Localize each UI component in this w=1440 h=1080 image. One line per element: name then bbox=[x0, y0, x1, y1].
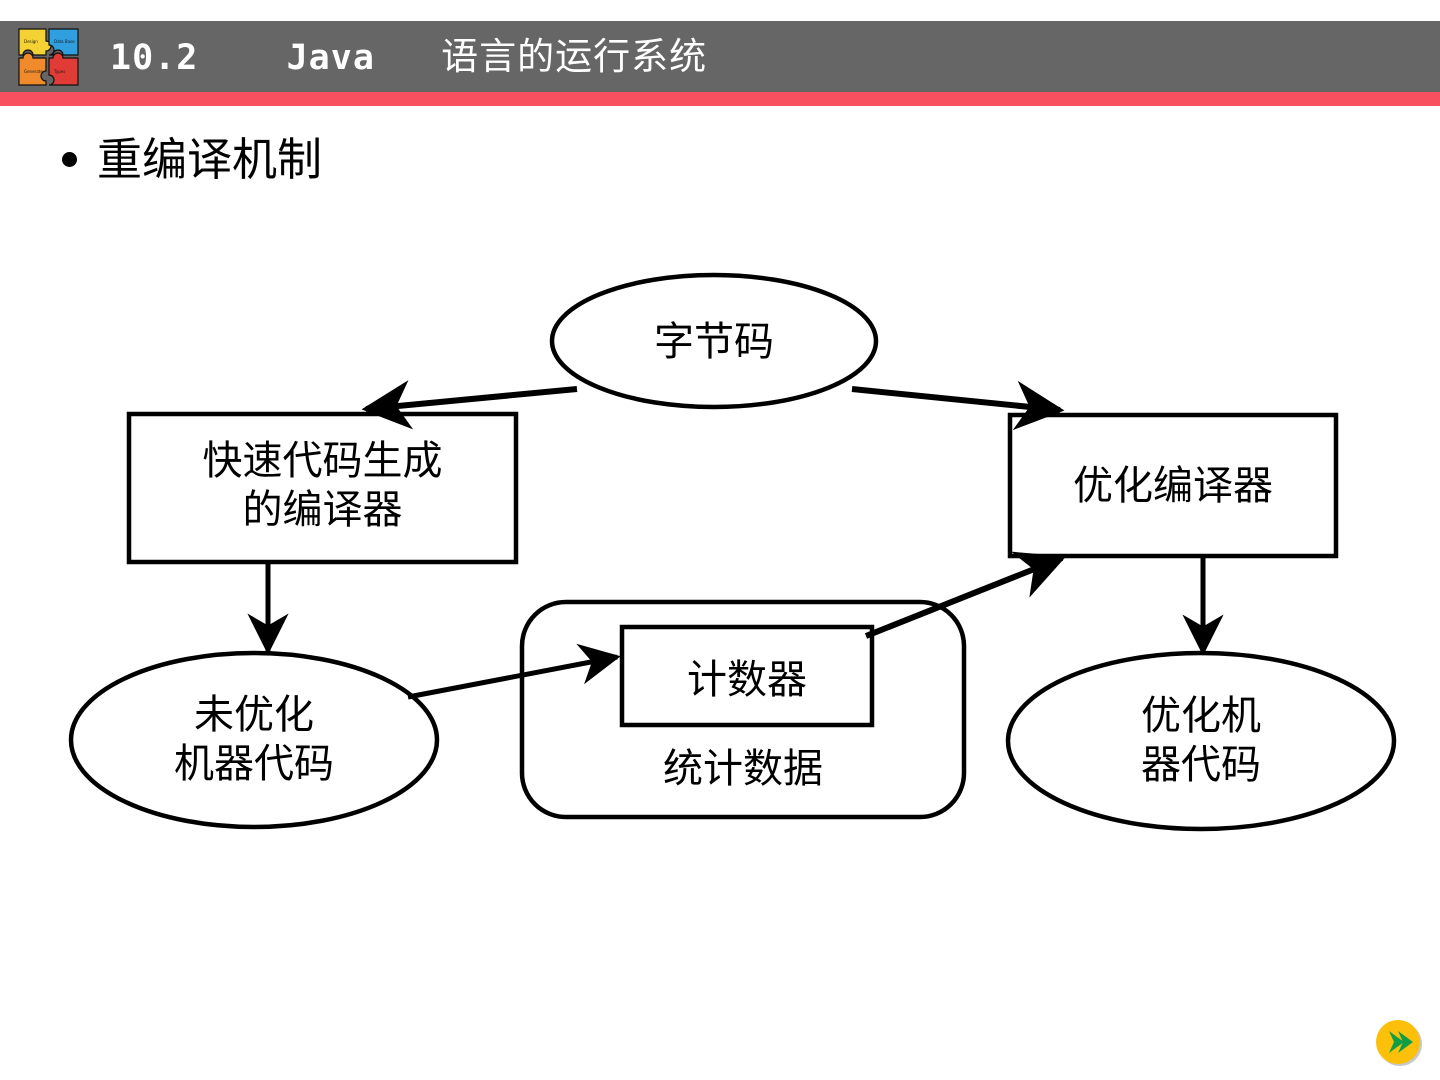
edge-unoptimized-code-to-counter bbox=[407, 643, 621, 700]
page-title-latin: Java bbox=[286, 38, 375, 78]
node-bytecode bbox=[549, 272, 879, 410]
header-bar bbox=[0, 21, 1440, 92]
node-counter bbox=[619, 624, 875, 728]
next-slide-button[interactable] bbox=[1374, 1018, 1424, 1068]
svg-text:Generate: Generate bbox=[24, 69, 43, 74]
edge-counter-to-optimizing-compiler bbox=[864, 551, 1067, 639]
node-optimized-code bbox=[1005, 650, 1397, 832]
edge-bytecode-to-fast-compiler bbox=[361, 380, 578, 430]
puzzle-logo-icon: Design Data Base Generate Types bbox=[16, 25, 81, 89]
bullet-dot-icon bbox=[62, 152, 77, 168]
svg-text:Design: Design bbox=[24, 39, 38, 44]
node-optimizing-compiler bbox=[1007, 412, 1339, 559]
page-title: 10.2 Java 语言的运行系统 bbox=[110, 33, 707, 81]
node-fast-compiler bbox=[126, 411, 519, 565]
bullet-row: 重编译机制 bbox=[62, 136, 322, 183]
edge-bytecode-to-optimizing-compiler bbox=[851, 380, 1065, 431]
header-accent-rule bbox=[0, 92, 1440, 106]
page-title-number: 10.2 bbox=[110, 38, 199, 78]
page-title-cjk: 语言的运行系统 bbox=[441, 35, 708, 78]
node-unoptimized-code bbox=[68, 650, 440, 830]
bullet-text: 重编译机制 bbox=[97, 133, 323, 186]
svg-text:Types: Types bbox=[53, 69, 65, 74]
svg-text:Data Base: Data Base bbox=[54, 39, 75, 44]
